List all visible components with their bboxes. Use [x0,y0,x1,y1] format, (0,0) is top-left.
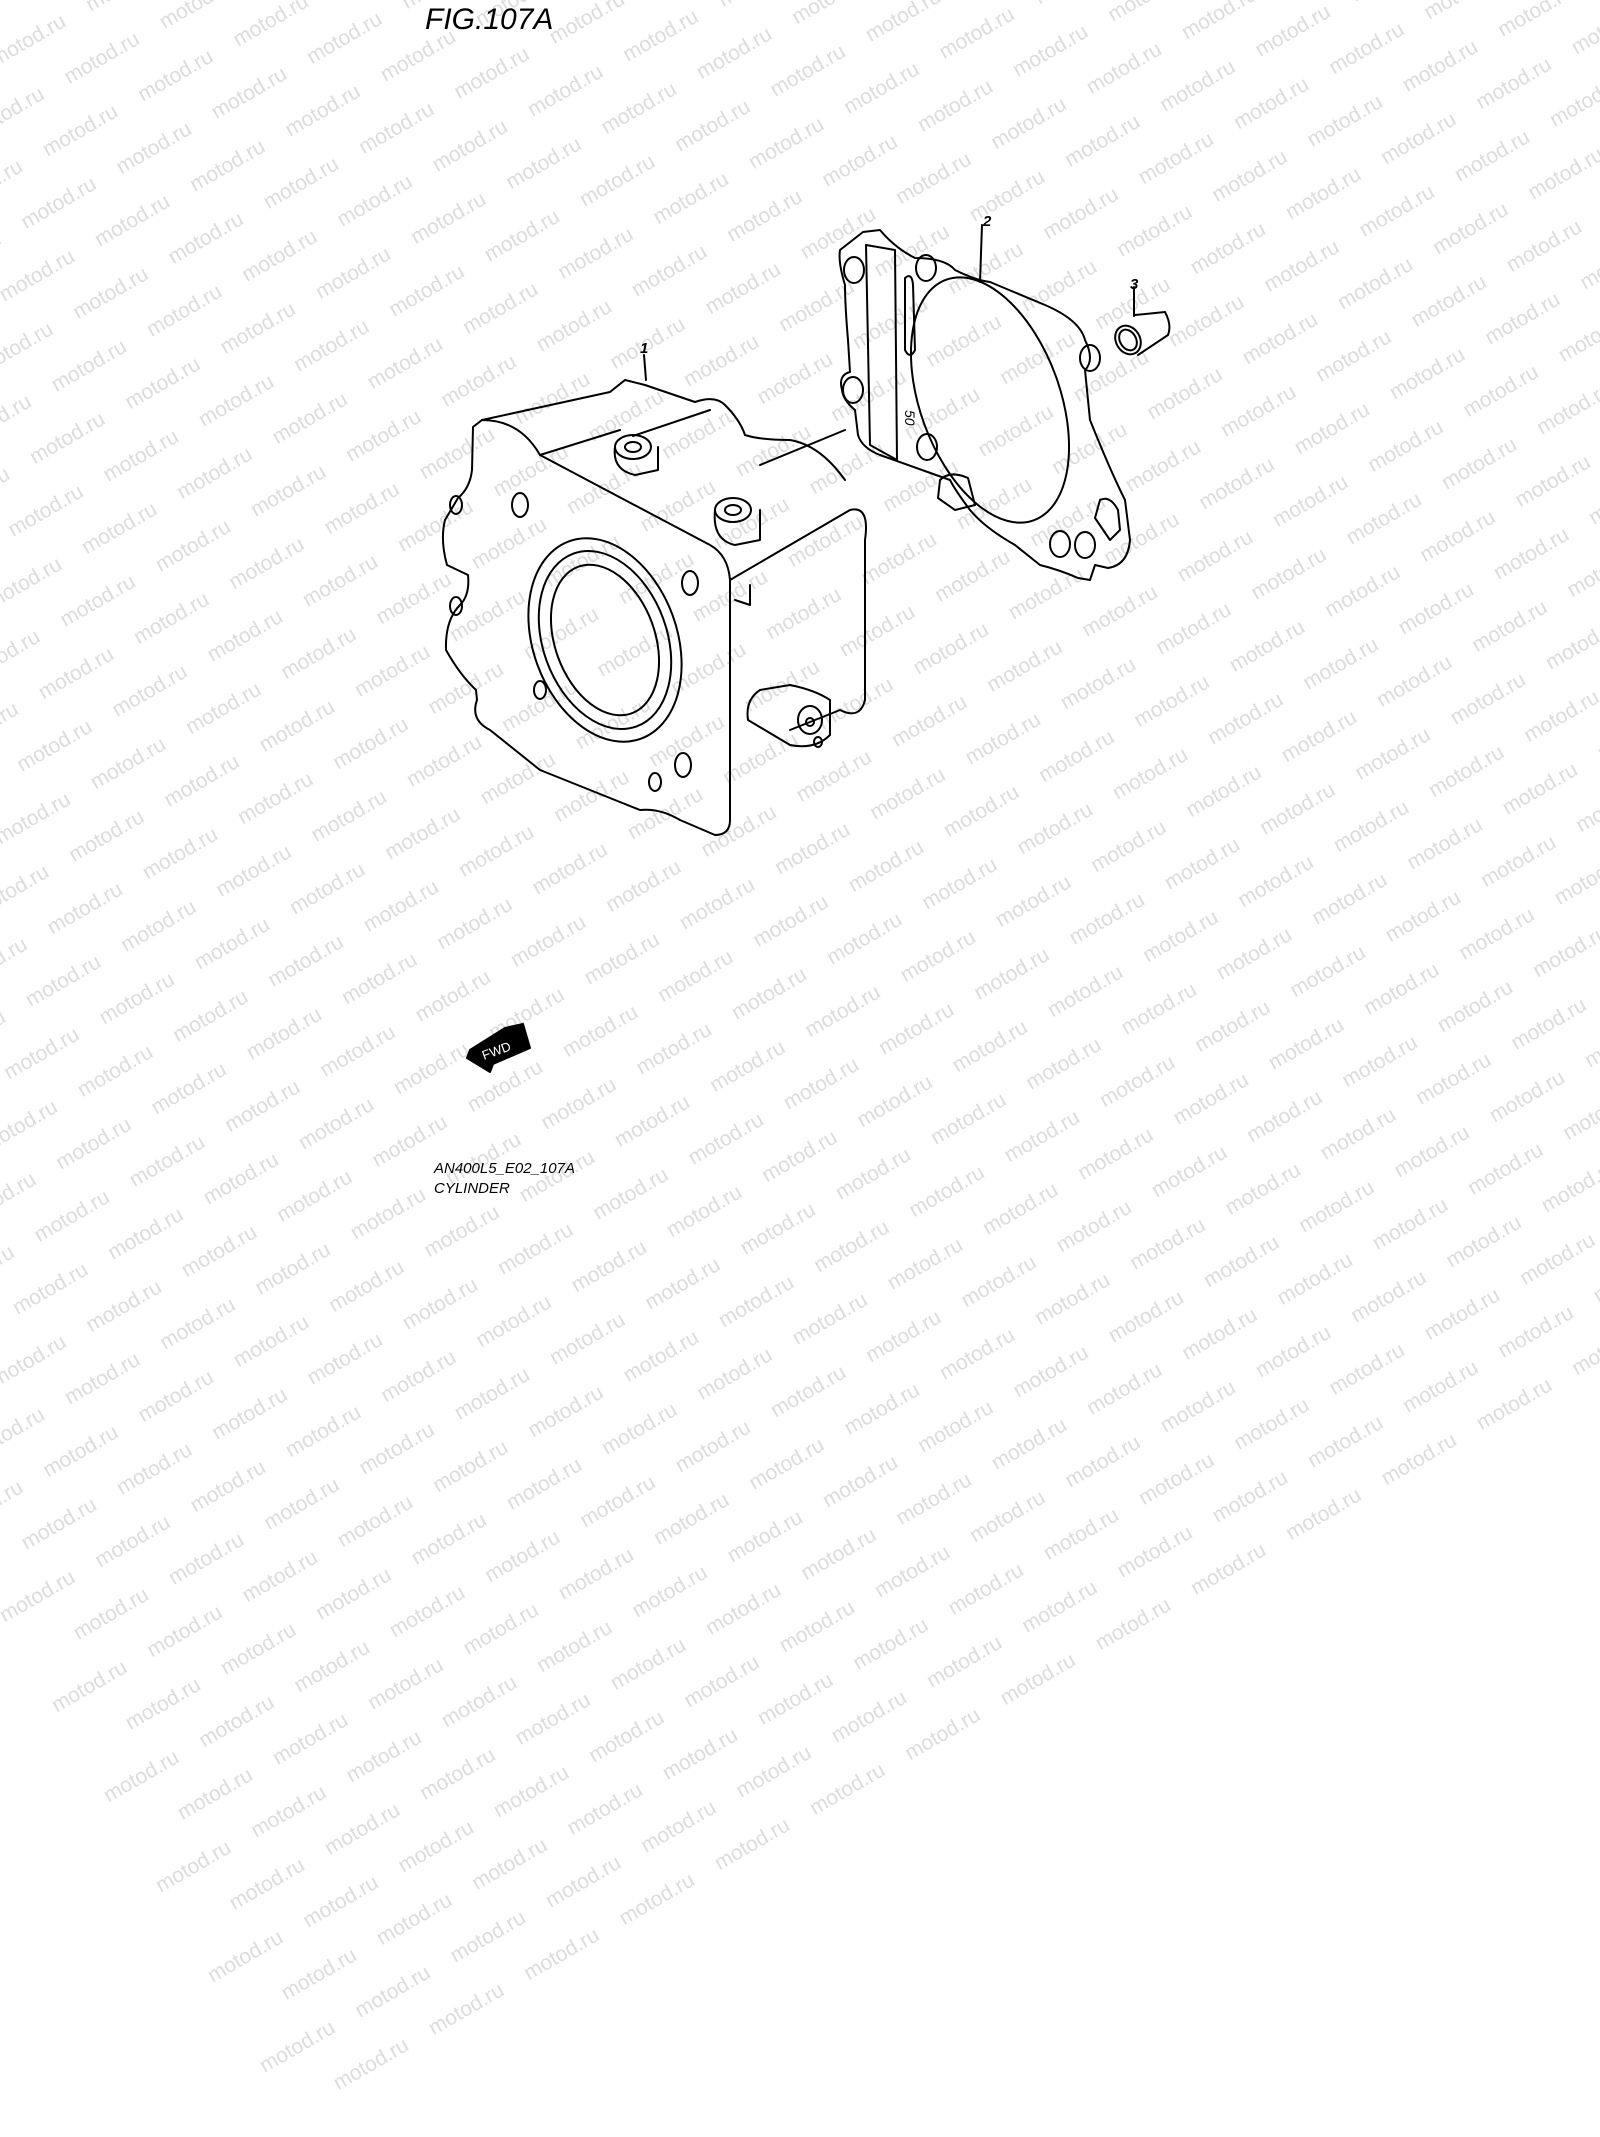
exploded-parts-drawing: 50 FWD [441,224,1171,1073]
figure-title: FIG.107A [425,3,554,36]
callout-3: 3 [1130,276,1139,293]
figure-name: CYLINDER [434,1180,510,1197]
callout-2: 2 [983,213,992,230]
gasket-part: 50 [838,224,1131,581]
cylinder-part [441,354,867,836]
figure-code: AN400L5_E02_107A [434,1160,575,1177]
fwd-arrow-icon: FWD [466,1023,531,1073]
callout-1: 1 [640,340,649,357]
gasket-marking: 50 [902,410,918,426]
dowel-part [1114,286,1171,356]
